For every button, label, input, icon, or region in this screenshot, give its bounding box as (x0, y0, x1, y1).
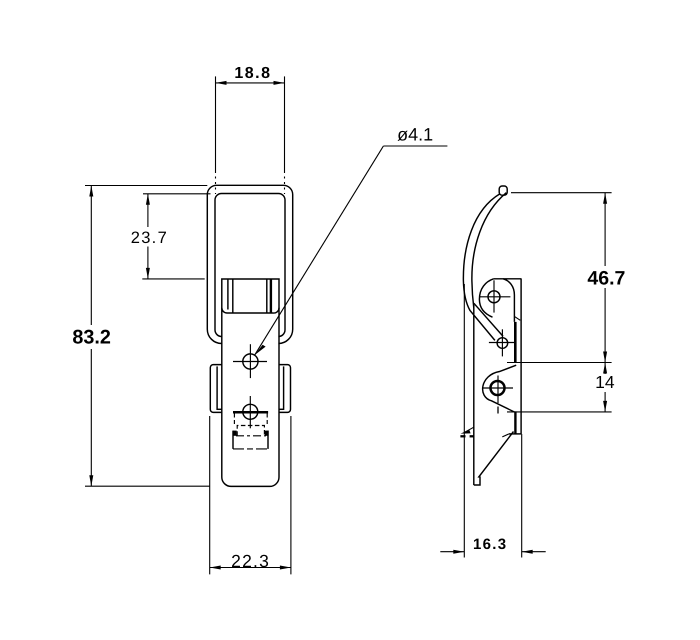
svg-text:ø4.1: ø4.1 (397, 125, 433, 145)
svg-text:46.7: 46.7 (587, 268, 625, 290)
svg-text:16.3: 16.3 (473, 536, 507, 553)
svg-text:83.2: 83.2 (72, 327, 111, 349)
svg-text:23.7: 23.7 (131, 229, 168, 247)
svg-text:18.8: 18.8 (234, 65, 271, 82)
svg-text:22.3: 22.3 (231, 551, 270, 571)
svg-text:14: 14 (595, 372, 615, 392)
